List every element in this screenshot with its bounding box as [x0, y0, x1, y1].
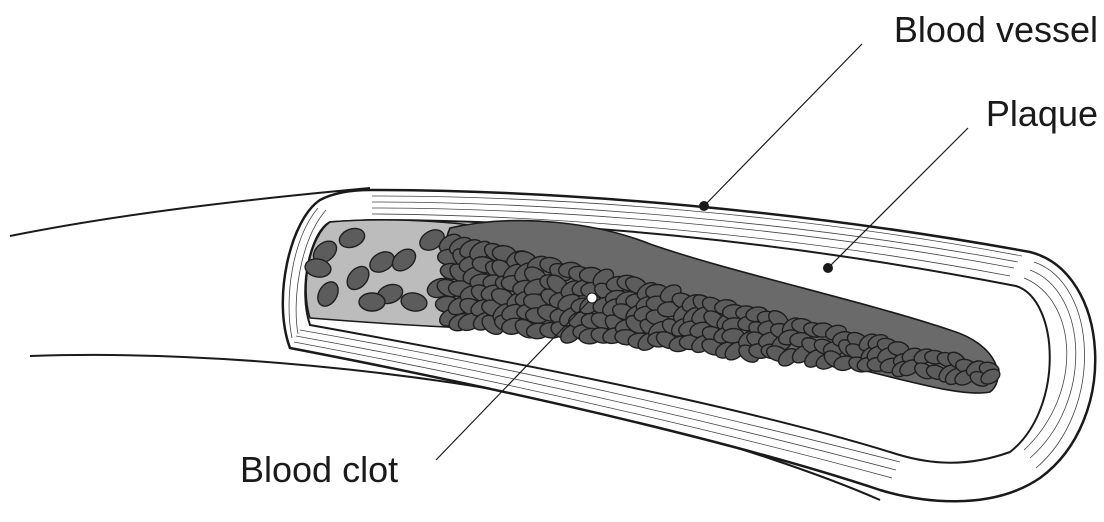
red-blood-cell	[359, 293, 385, 311]
label-blood-clot: Blood clot	[240, 452, 398, 488]
label-plaque: Plaque	[986, 96, 1098, 132]
pointer-dot-blood-clot	[587, 293, 597, 303]
label-blood-vessel: Blood vessel	[894, 12, 1098, 48]
leader-line-blood-vessel	[704, 44, 862, 206]
pointer-dot-blood-vessel	[699, 201, 709, 211]
pointer-dot-plaque	[823, 263, 833, 273]
